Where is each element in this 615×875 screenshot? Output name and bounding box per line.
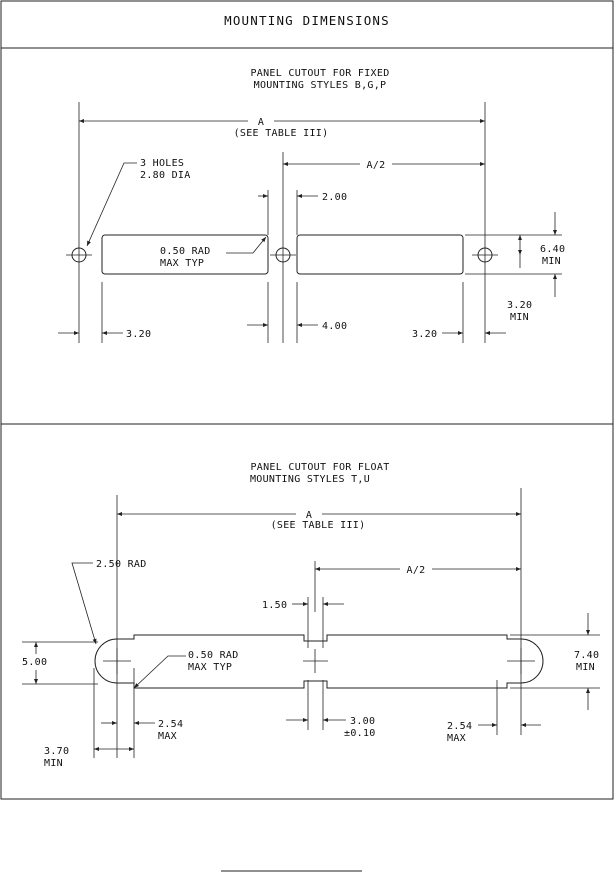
float-heading-line2: MOUNTING STYLES T,U <box>250 474 370 485</box>
fixed-dim-3-20-right-min: MIN <box>510 312 529 323</box>
float-dim-3-00-label: 3.00 <box>350 716 375 727</box>
float-dim-2-54-left-label: 2.54 <box>158 719 183 730</box>
fixed-dim-3-20-right-label: 3.20 <box>507 300 532 311</box>
drawing-frame <box>0 0 614 800</box>
fixed-slot-right <box>296 234 464 275</box>
float-rad-line1: 0.50 RAD <box>188 650 239 661</box>
page-title: MOUNTING DIMENSIONS <box>224 13 390 28</box>
float-dim-half-label: A/2 <box>407 565 426 576</box>
fixed-rad-leader <box>226 236 267 254</box>
float-mounting-section: PANEL CUTOUT FOR FLOAT MOUNTING STYLES T… <box>22 462 600 769</box>
fixed-dim-2-00-label: 2.00 <box>322 192 347 203</box>
fixed-holes-line2: 2.80 DIA <box>140 170 191 181</box>
fixed-dim-a-label: A <box>258 117 264 128</box>
float-heading-line1: PANEL CUTOUT FOR FLOAT <box>250 462 389 473</box>
fixed-dim-3-20-left-label: 3.20 <box>126 329 151 340</box>
float-dim-2-54-left-max: MAX <box>158 731 177 742</box>
float-rad-leader <box>133 655 186 689</box>
fixed-dim-half-label: A/2 <box>367 160 386 171</box>
fixed-mounting-section: PANEL CUTOUT FOR FIXED MOUNTING STYLES B… <box>58 68 565 343</box>
fixed-dim-6-40-min: MIN <box>542 256 561 267</box>
fixed-dim-6-40-label: 6.40 <box>540 244 565 255</box>
fixed-dim-3-20-bottom-label: 3.20 <box>412 329 437 340</box>
float-dim-7-40-label: 7.40 <box>574 650 599 661</box>
float-dim-7-40-min: MIN <box>576 662 595 673</box>
float-dim-1-50-label: 1.50 <box>262 600 287 611</box>
float-dim-2-54-right-label: 2.54 <box>447 721 472 732</box>
float-dim-5-00-label: 5.00 <box>22 657 47 668</box>
fixed-rad-line2: MAX TYP <box>160 258 204 269</box>
fixed-dim-4-00-label: 4.00 <box>322 321 347 332</box>
fixed-holes-leader <box>86 162 137 247</box>
float-dim-3-70-min: MIN <box>44 758 63 769</box>
float-slot-outline <box>94 634 544 689</box>
float-rad-2-50-leader <box>71 562 97 645</box>
float-dim-2-54-right-max: MAX <box>447 733 466 744</box>
fixed-heading-line2: MOUNTING STYLES B,G,P <box>254 80 387 91</box>
float-rad-2-50: 2.50 RAD <box>96 559 147 570</box>
fixed-rad-line1: 0.50 RAD <box>160 246 211 257</box>
float-dim-3-00-tol: ±0.10 <box>344 728 376 739</box>
float-rad-line2: MAX TYP <box>188 662 232 673</box>
fixed-see-table: (SEE TABLE III) <box>234 128 329 139</box>
fixed-slot-left <box>101 234 269 275</box>
float-dim-a-label: A <box>306 510 312 521</box>
fixed-holes-line1: 3 HOLES <box>140 158 184 169</box>
float-see-table: (SEE TABLE III) <box>271 520 366 531</box>
float-dim-3-70-label: 3.70 <box>44 746 69 757</box>
fixed-heading-line1: PANEL CUTOUT FOR FIXED <box>250 68 389 79</box>
